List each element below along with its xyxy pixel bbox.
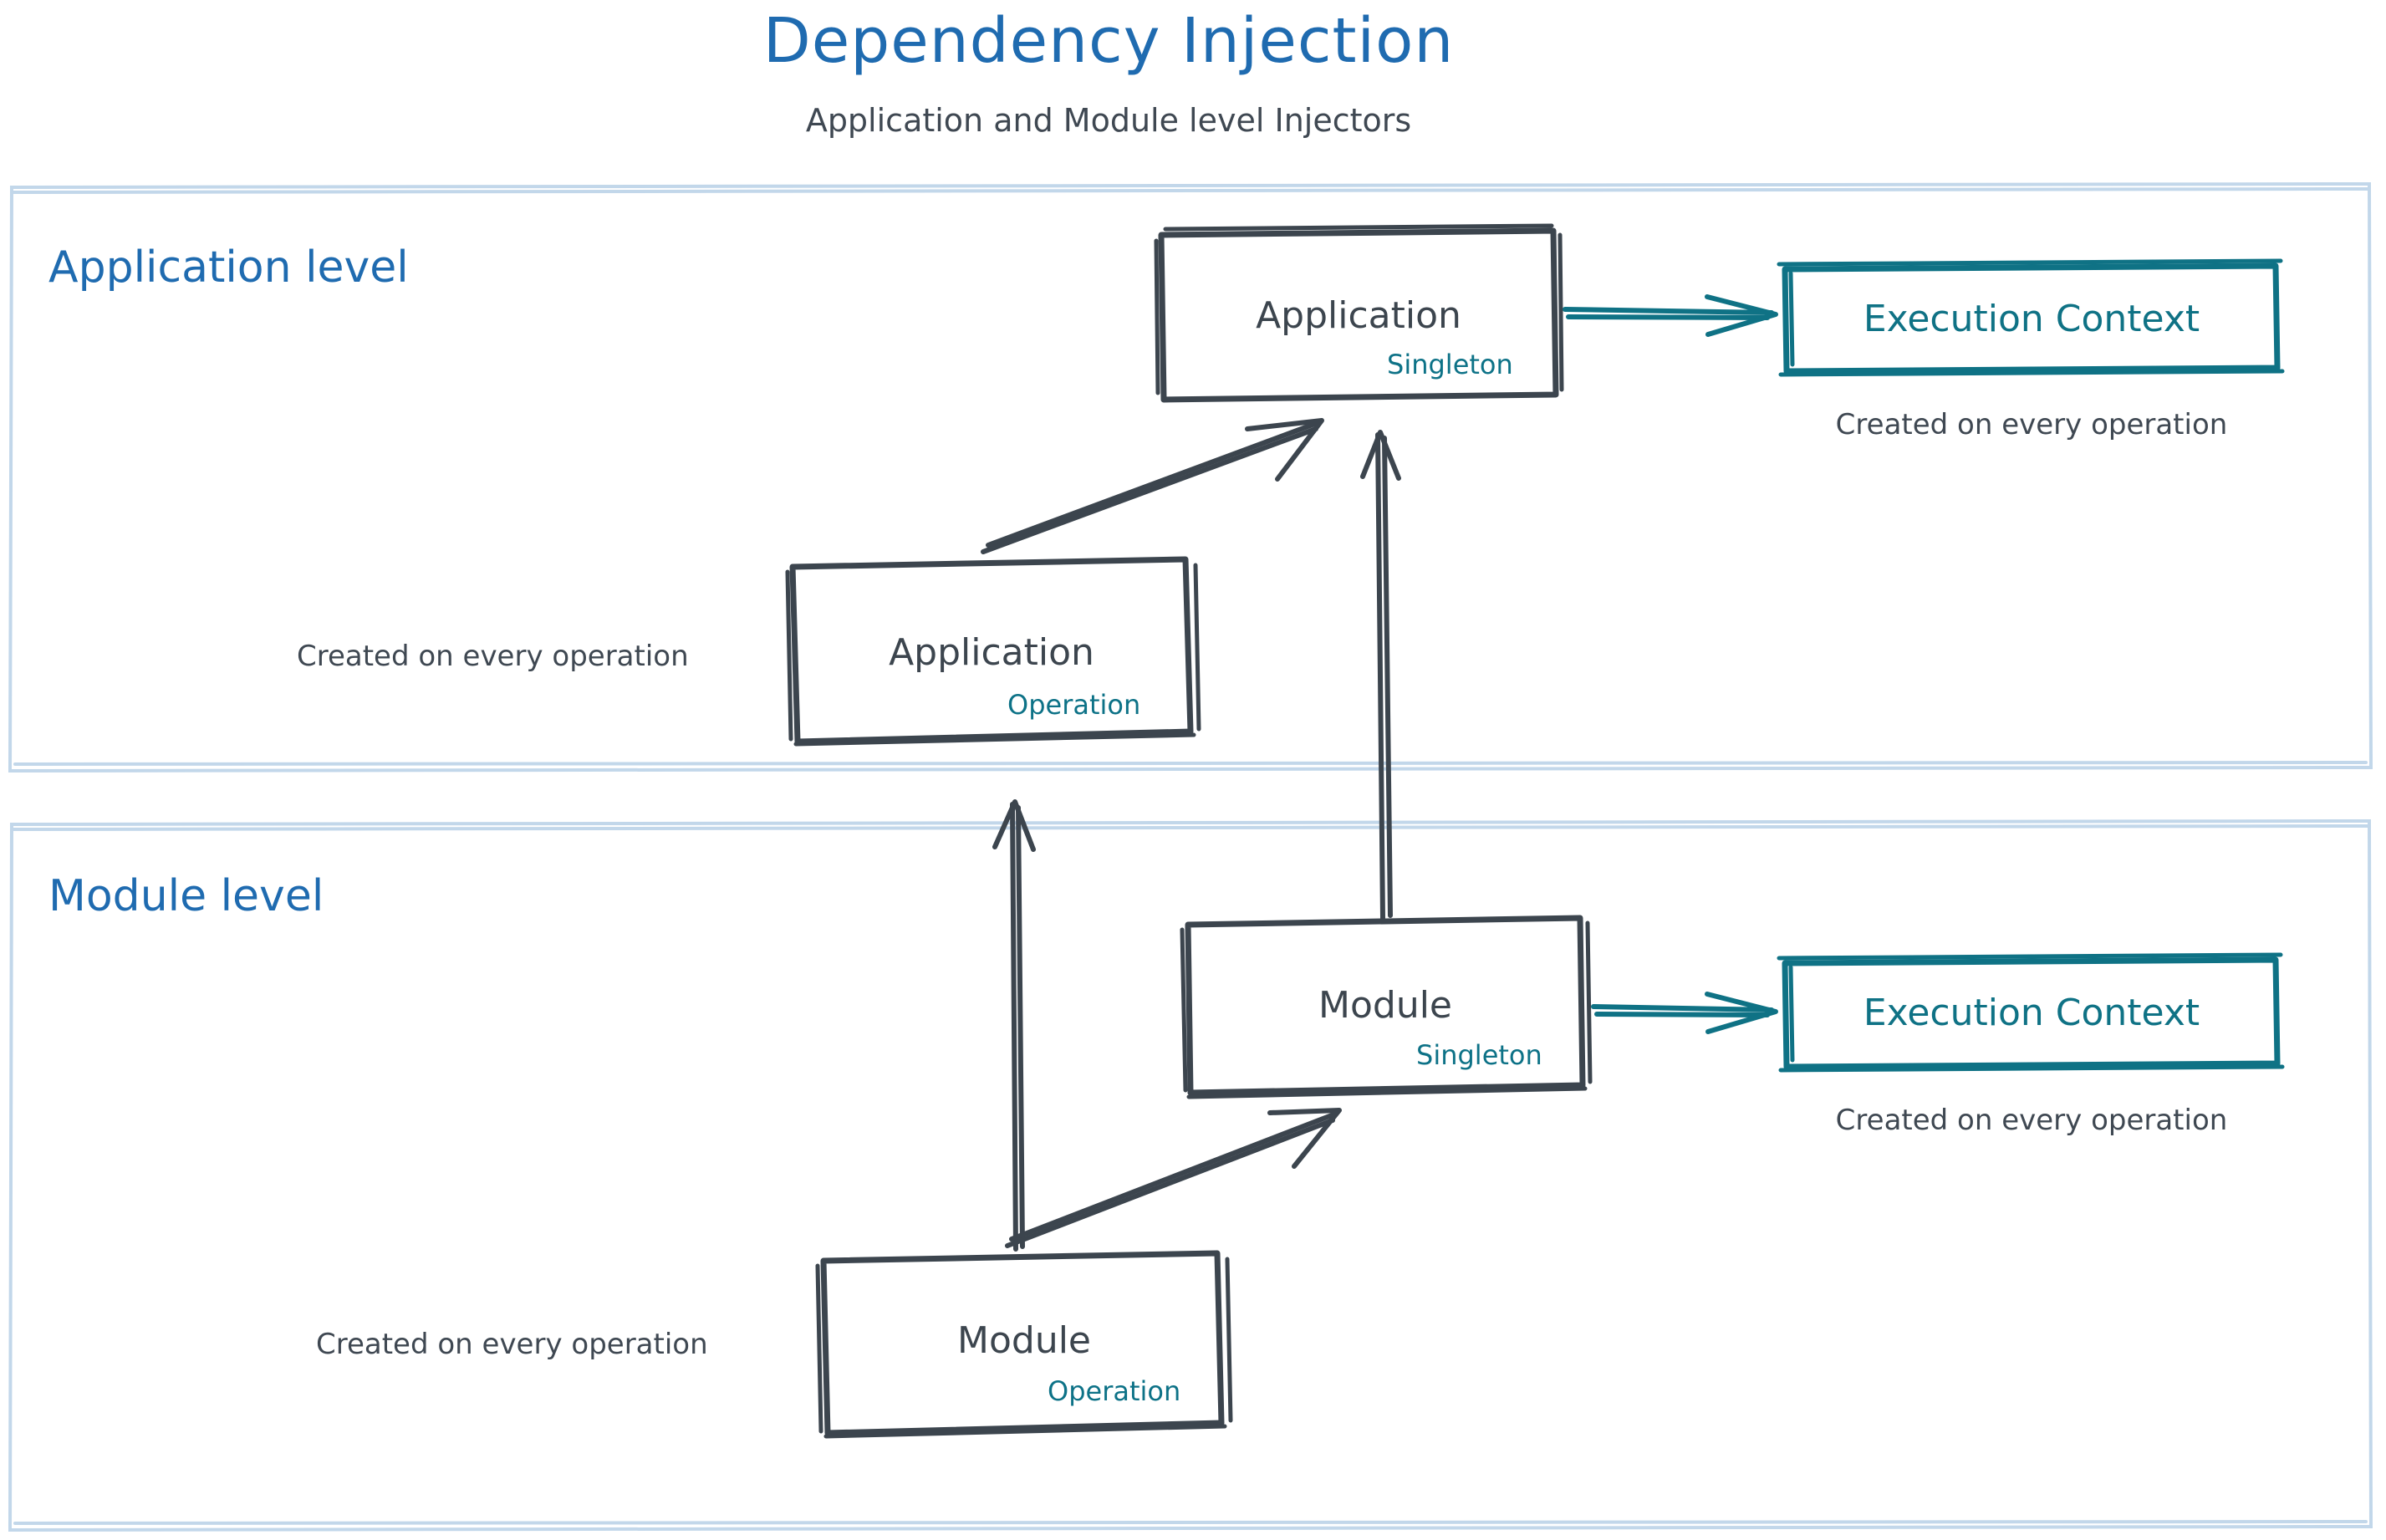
node-scope-application-operation: Operation <box>1007 689 1141 721</box>
caption-application-execution-context: Created on every operation <box>1835 408 2228 441</box>
node-box-application-operation[interactable] <box>785 556 1201 747</box>
node-box-module-operation[interactable] <box>815 1250 1233 1439</box>
panel-application-level <box>8 181 2373 773</box>
node-scope-module-singleton: Singleton <box>1416 1039 1542 1071</box>
caption-module-execution-context: Created on every operation <box>1835 1104 2228 1137</box>
node-box-module-singleton[interactable] <box>1180 915 1593 1099</box>
node-box-module-execution-context[interactable] <box>1777 952 2285 1073</box>
panel-label-module-level: Module level <box>48 871 324 921</box>
panel-module-level <box>8 818 2373 1532</box>
node-box-application-execution-context[interactable] <box>1777 258 2285 377</box>
edge-app-operation-to-app-singleton <box>981 418 1324 554</box>
edge-module-operation-to-app-operation <box>992 799 1036 1252</box>
node-title-module-singleton: Module <box>1318 984 1452 1027</box>
page-subtitle: Application and Module level Injectors <box>805 102 1412 139</box>
node-scope-application-singleton: Singleton <box>1387 349 1513 380</box>
edge-module-singleton-to-app-singleton <box>1360 430 1401 920</box>
caption-application-operation: Created on every operation <box>297 640 689 673</box>
node-title-application-operation: Application <box>889 631 1094 674</box>
edge-app-singleton-to-exec-context <box>1563 294 1778 337</box>
node-scope-module-operation: Operation <box>1048 1375 1181 1407</box>
edge-module-singleton-to-exec-context <box>1591 992 1778 1034</box>
node-title-application-execution-context: Execution Context <box>1863 298 2200 340</box>
edge-module-operation-to-module-singleton <box>1005 1108 1342 1248</box>
panel-label-application-level: Application level <box>48 242 409 293</box>
node-title-module-execution-context: Execution Context <box>1863 992 2200 1034</box>
caption-module-operation: Created on every operation <box>316 1328 708 1361</box>
node-title-module-operation: Module <box>957 1319 1091 1362</box>
node-box-application-singleton[interactable] <box>1154 223 1564 403</box>
node-title-application-singleton: Application <box>1256 294 1461 337</box>
page-title: Dependency Injection <box>762 5 1455 77</box>
